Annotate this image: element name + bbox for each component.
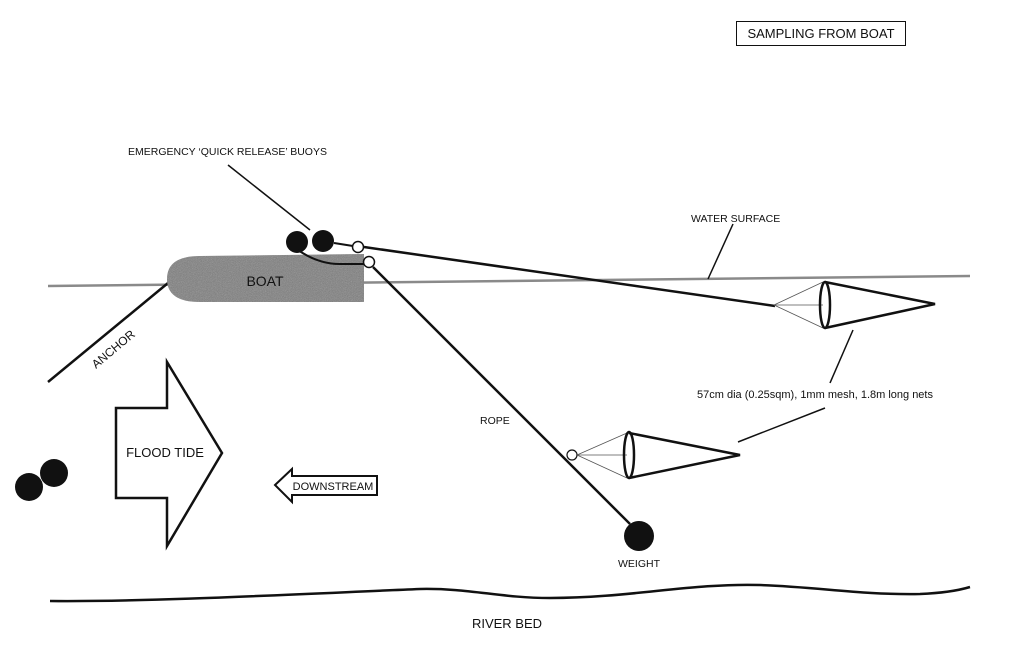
flood-tide-label: FLOOD TIDE [126,445,204,460]
buoys-label: EMERGENCY ‘QUICK RELEASE’ BUOYS [128,146,327,158]
buoy-tether [333,242,354,247]
boat [167,254,364,302]
weight-label: WEIGHT [618,558,661,570]
net-spec-label: 57cm dia (0.25sqm), 1mm mesh, 1.8m long … [697,389,933,401]
buoys-leader-line [227,164,311,231]
net-spec-leader-line [829,329,854,384]
ring [351,240,365,254]
downstream-arrow [273,466,378,505]
drifting-buoy [40,459,68,487]
river-bed-label: RIVER BED [472,616,542,631]
buoy [286,231,308,253]
surface-tow-line [363,245,776,308]
water-surface-leader-line [707,223,734,280]
buoy-tether [297,249,364,265]
drifting-buoy [15,473,43,501]
surface-net [773,280,936,330]
flood-tide-arrow [114,357,224,551]
anchor-label: ANCHOR [89,327,138,371]
ring [362,255,376,269]
rope [372,266,631,525]
buoy [312,230,334,252]
diagram-title: SAMPLING FROM BOAT [736,21,906,46]
boat-label: BOAT [246,273,284,289]
deep-net [566,430,741,480]
rope-label: ROPE [480,415,510,427]
river-bed-line [49,583,971,603]
net-spec-leader-line [737,407,826,443]
weight [624,521,654,551]
downstream-label: DOWNSTREAM [293,481,374,493]
water-surface-label: WATER SURFACE [691,213,780,225]
anchor-line [47,282,169,383]
